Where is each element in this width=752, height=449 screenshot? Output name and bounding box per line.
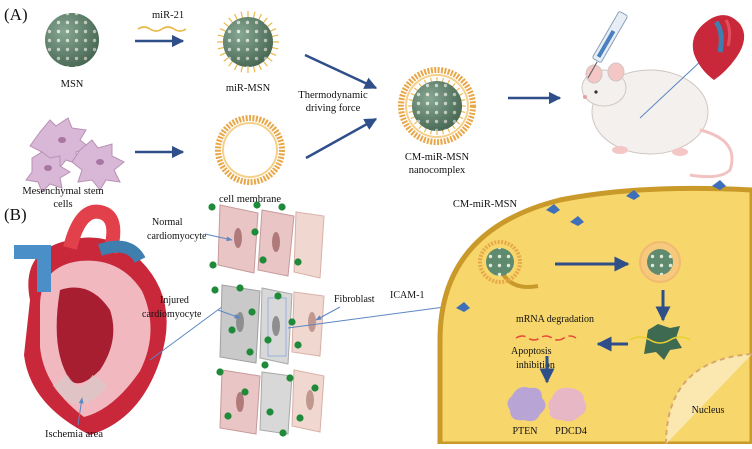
injured-cm-label-2: cardiomyocyte — [142, 309, 202, 320]
mir21-label: miR-21 — [152, 10, 184, 21]
nanoparticle-dot — [274, 292, 282, 300]
complex-label-1: CM-miR-MSN — [405, 152, 470, 163]
injured-cm-pointer — [217, 309, 241, 319]
nanoparticle-dot — [208, 203, 216, 211]
nanoparticle-dot — [259, 256, 267, 264]
nanoparticle-dot — [246, 348, 254, 356]
small-heart-icon — [692, 15, 745, 80]
nanoparticle-dot — [278, 203, 286, 211]
arrow-mirmsn-to-complex — [304, 53, 378, 90]
msc-label-1: Mesenchymal stem — [22, 186, 103, 197]
nanoparticle-dot — [209, 261, 217, 269]
nanocomplex-particle — [398, 67, 476, 145]
msn-particle — [45, 13, 99, 67]
normal-cm-pointer — [204, 233, 233, 242]
nanoparticle-dot — [296, 414, 304, 422]
nanoparticle-dot — [251, 228, 259, 236]
normal-cm-label-1: Normal — [152, 217, 183, 228]
ischemia-pointer — [77, 397, 84, 426]
apoptosis-label-1: Apoptosis — [511, 346, 552, 357]
nanoparticle-dot — [228, 326, 236, 334]
msn-label: MSN — [61, 79, 84, 90]
mir-msn-label: miR-MSN — [226, 83, 271, 94]
membrane-vesicle — [215, 115, 285, 185]
nanoparticle-dot — [261, 361, 269, 369]
driving-force-label-1: Thermodynamic — [298, 90, 368, 101]
fibroblast-pointer — [315, 306, 341, 321]
entering-complex — [478, 240, 522, 284]
fibroblast-label: Fibroblast — [334, 294, 375, 305]
cm-mir-msn-label: CM-miR-MSN — [453, 199, 518, 210]
nanoparticle-dot — [211, 286, 219, 294]
mouse-illustration — [581, 62, 734, 179]
heart-illustration — [14, 204, 167, 435]
nanoparticle-dot — [266, 408, 274, 416]
syringe-icon — [587, 11, 628, 79]
nanoparticle-dot — [216, 368, 224, 376]
mrna-strand-icon — [515, 335, 577, 341]
tissue-to-cell-pointer — [287, 304, 453, 329]
nucleus-label: Nucleus — [692, 405, 725, 416]
nanoparticle-dot — [241, 388, 249, 396]
nanoparticle-dot — [253, 201, 261, 209]
arrow-membrane-to-complex — [305, 117, 378, 160]
nanoparticle-dot — [248, 308, 256, 316]
mirna-strand-icon — [137, 26, 187, 32]
nanoparticle-dot — [311, 384, 319, 392]
pten-protein-icon — [507, 387, 546, 422]
nanoparticle-dot — [288, 318, 296, 326]
panel-label-b: (B) — [4, 205, 27, 224]
nanoparticle-dots — [208, 201, 319, 437]
membrane-label: cell membrane — [219, 194, 281, 205]
pdcd4-protein-icon — [548, 387, 587, 422]
nanoparticle-dot — [294, 341, 302, 349]
endosome-particle — [639, 241, 681, 283]
normal-cm-label-2: cardiomyocyte — [147, 231, 207, 242]
released-mirna-icon — [629, 324, 691, 360]
icam-label: ICAM-1 — [390, 290, 424, 301]
pten-label: PTEN — [513, 426, 538, 437]
nanoparticle-dot — [236, 284, 244, 292]
stem-cells-illustration — [25, 117, 125, 193]
cardiac-tissue — [217, 204, 325, 435]
heart-to-tissue-pointer — [149, 297, 235, 361]
mir-msn-particle — [217, 11, 279, 73]
icam-receptor-icon — [456, 180, 726, 312]
msc-label-2: cells — [53, 199, 72, 210]
nanoparticle-dot — [224, 412, 232, 420]
injured-cm-label-1: Injured — [160, 295, 189, 306]
driving-force-label-2: driving force — [306, 103, 361, 114]
apoptosis-label-2: inhibition — [516, 360, 555, 371]
mrna-label: mRNA degradation — [516, 314, 594, 325]
pdcd4-label: PDCD4 — [555, 426, 587, 437]
panel-label-a: (A) — [4, 5, 28, 24]
nanoparticle-dot — [279, 429, 287, 437]
ischemia-label: Ischemia area — [45, 429, 103, 440]
nanoparticle-dot — [294, 258, 302, 266]
complex-label-2: nanocomplex — [409, 165, 466, 176]
nanoparticle-dot — [264, 336, 272, 344]
nanoparticle-dot — [286, 374, 294, 382]
